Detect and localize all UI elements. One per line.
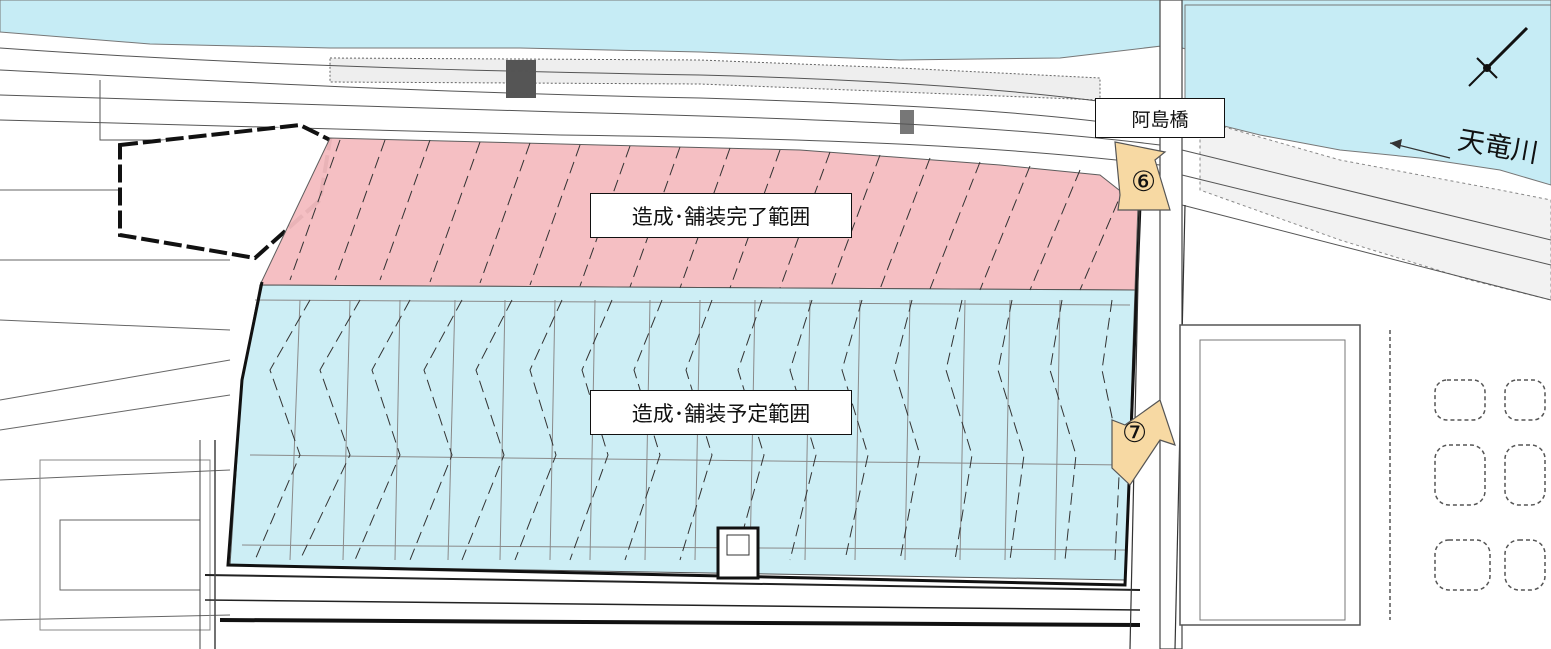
pump-structure [716, 526, 760, 580]
dark-block [900, 110, 914, 134]
left-streets [0, 189, 231, 621]
riverbank-dotted [329, 57, 1101, 101]
east-building-inner [1199, 339, 1346, 621]
river-flow-arrow-icon [1389, 139, 1451, 159]
planned-area-label: 造成･舗装予定範囲 [590, 390, 852, 435]
bridge-label: 阿島橋 [1095, 98, 1225, 138]
parking-marks [1389, 330, 1546, 620]
east-building [1179, 324, 1361, 626]
south-road-top [204, 574, 1141, 591]
embankment-lines [0, 47, 1551, 301]
completed-area-label: 造成･舗装完了範囲 [590, 193, 852, 238]
south-road-bottom [204, 599, 1141, 611]
viewpoint-7-number: ⑦ [1122, 416, 1148, 449]
rightbank-dotted [1199, 119, 1551, 301]
south-road-curb [219, 618, 1141, 627]
pump-structure-inner [726, 534, 750, 556]
viewpoint-arrow-icon [1114, 141, 1171, 211]
sluice-gate [506, 60, 536, 98]
upper-left-plot [118, 122, 333, 261]
viewpoint-6-number: ⑥ [1131, 165, 1157, 198]
north-arrow-icon [1468, 26, 1529, 87]
left-building [39, 459, 211, 631]
viewpoint-arrow-icon [1111, 399, 1176, 486]
